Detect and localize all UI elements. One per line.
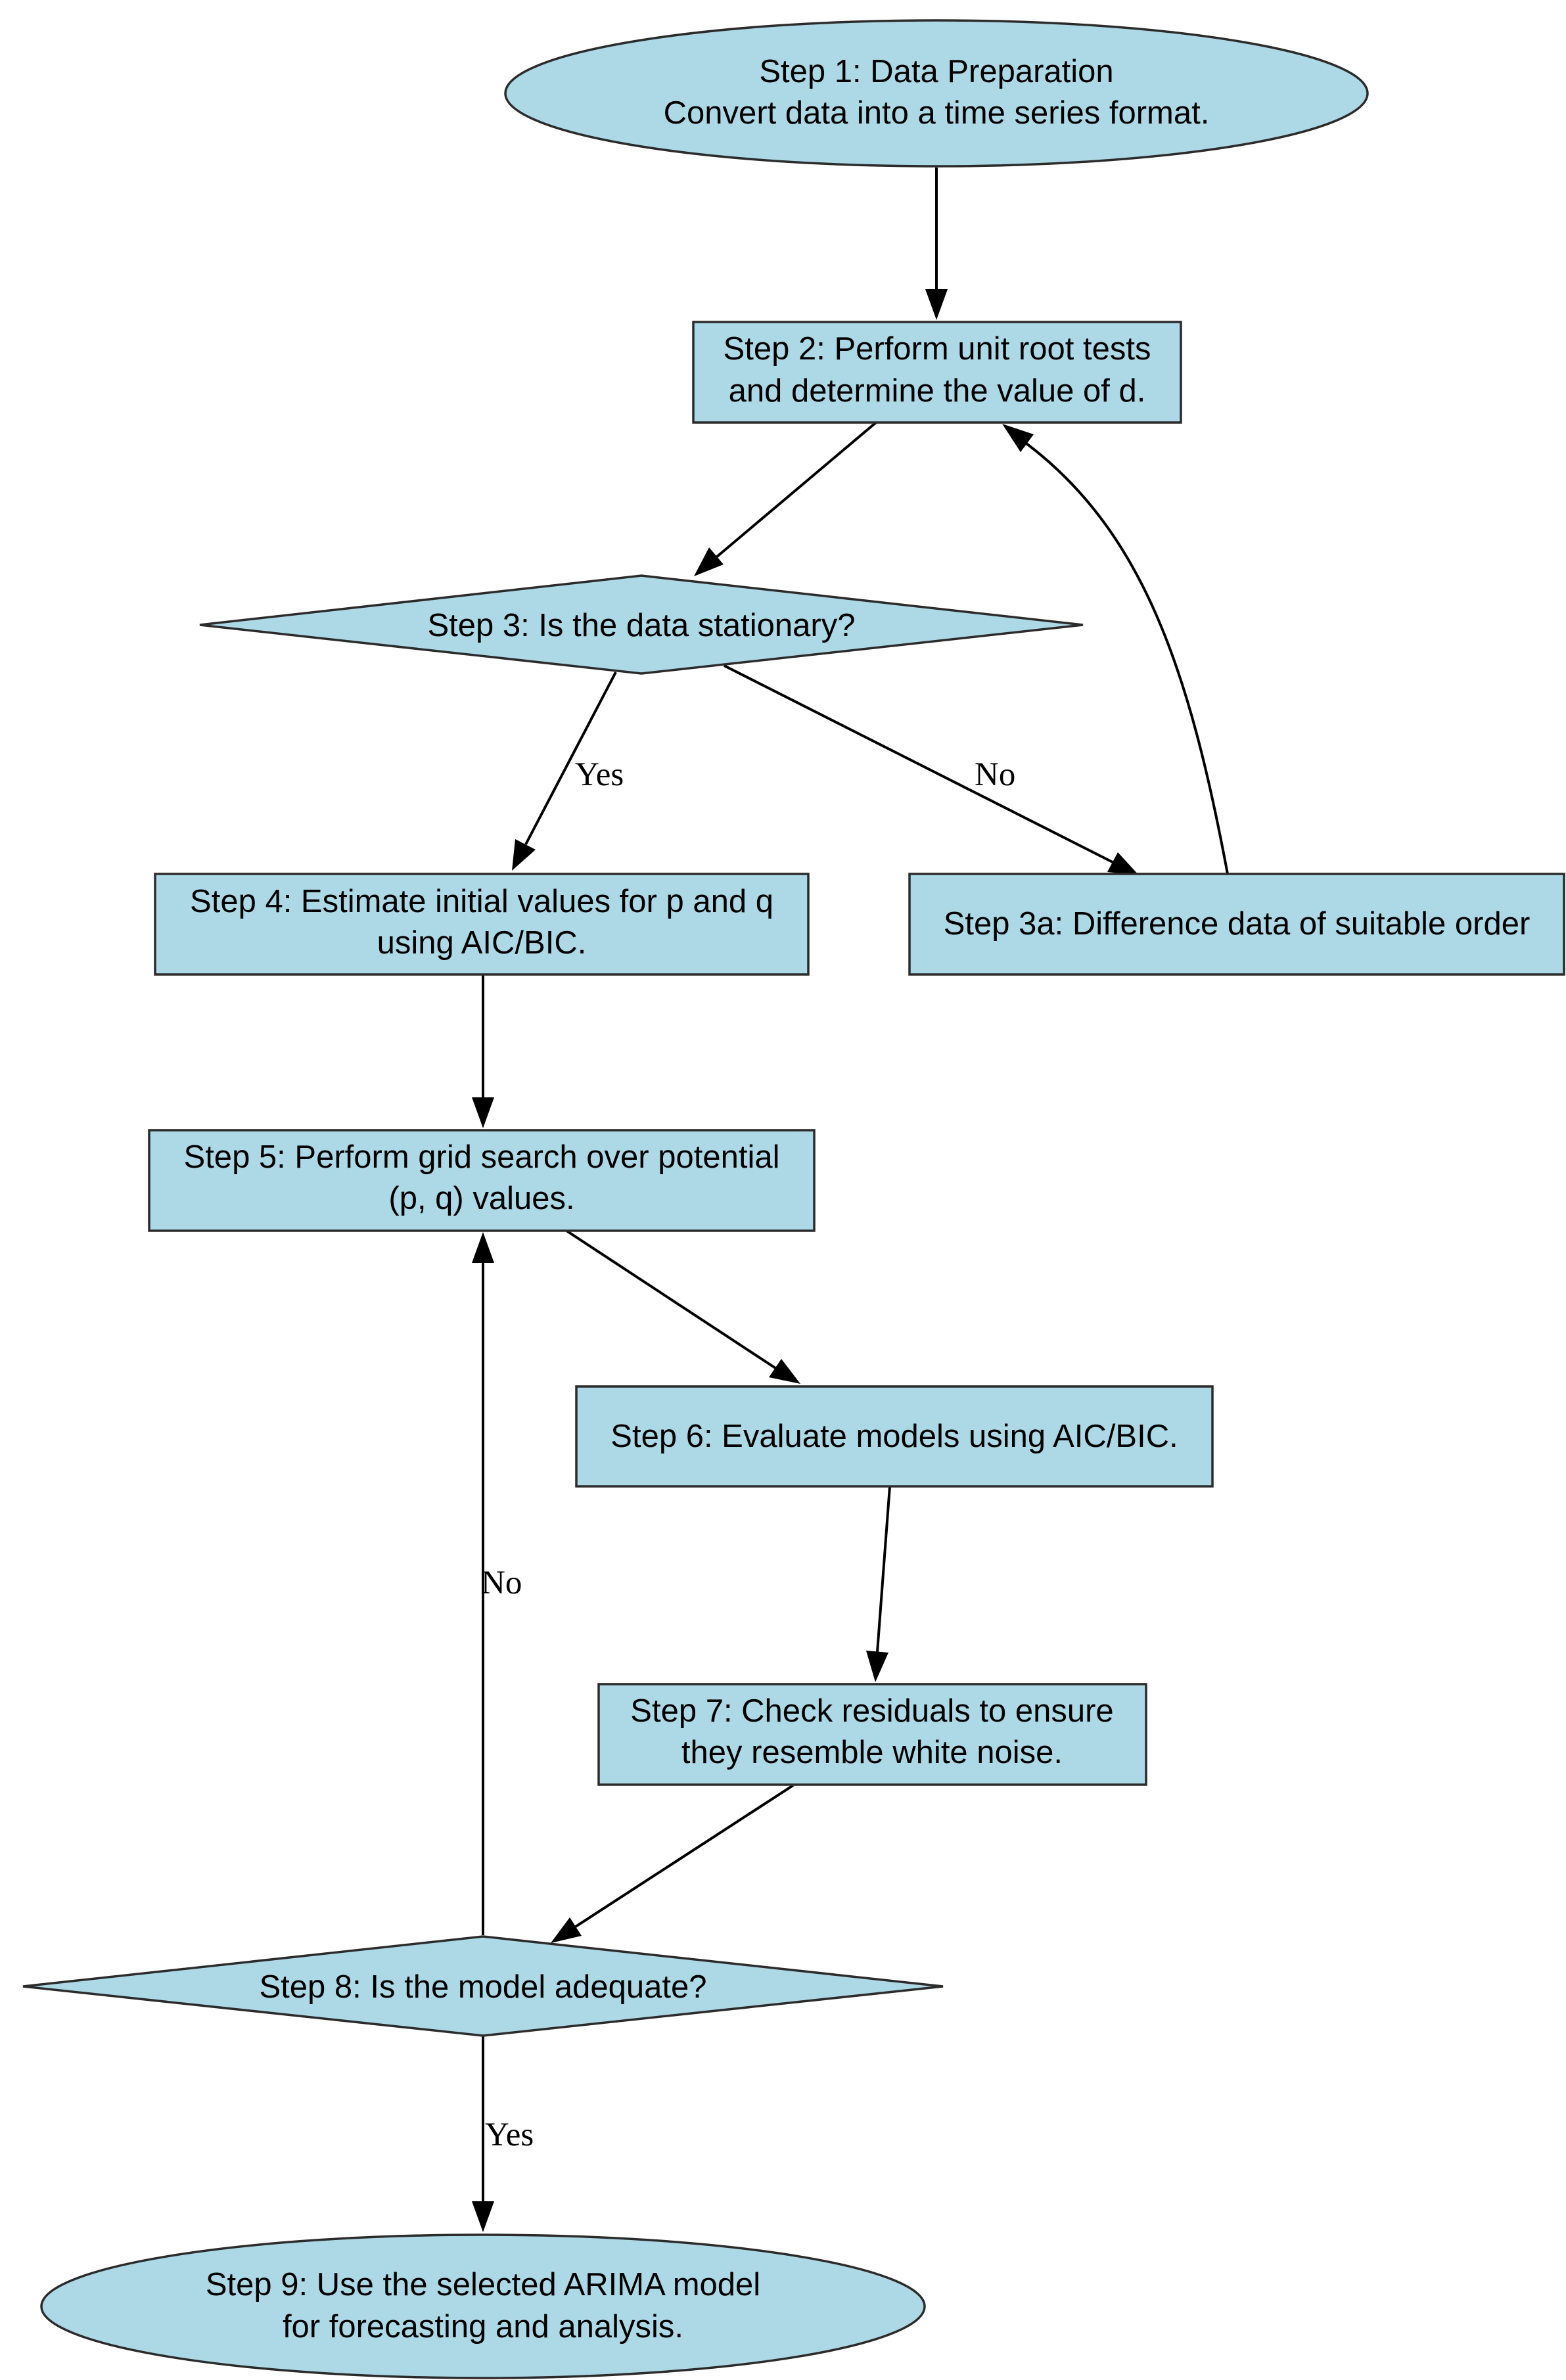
edge-step7-to-step8 [574, 1784, 795, 1928]
step5-description: (p, q) values. [388, 1181, 574, 1216]
step5-shape [148, 1129, 816, 1232]
node-step5: Step 5: Perform grid search over potenti… [148, 1129, 816, 1232]
arrowhead-step7-to-step8 [551, 1917, 582, 1943]
step4-description: using AIC/BIC. [377, 925, 587, 961]
node-step3: Step 3: Is the data stationary? [199, 574, 1084, 675]
node-step4: Step 4: Estimate initial values for p an… [154, 873, 810, 976]
step9-description: for forecasting and analysis. [283, 2309, 683, 2345]
step8-question: Step 8: Is the model adequate? [259, 1969, 706, 2005]
edge-label-step3-no: No [975, 756, 1015, 793]
node-step7: Step 7: Check residuals to ensure they r… [597, 1683, 1147, 1786]
arrowhead-step6-to-step7 [866, 1651, 888, 1682]
step3a-shape [908, 873, 1565, 976]
step7-shape [597, 1683, 1147, 1786]
edge-step3-to-step3a-no [724, 664, 1113, 863]
step3-question: Step 3: Is the data stationary? [427, 608, 855, 643]
step8-shape [22, 1935, 944, 2037]
edge-step2-to-step3 [715, 421, 877, 559]
edges [472, 168, 1229, 2232]
step7-description: they resemble white noise. [681, 1735, 1063, 1770]
arrowhead-step3a-to-step2 [1002, 424, 1034, 452]
arrowhead-step4-to-step5 [472, 1097, 494, 1128]
arrowhead-step1-to-step2 [925, 289, 948, 320]
node-step8: Step 8: Is the model adequate? [22, 1935, 944, 2037]
arrowhead-step3-to-step4 [512, 839, 536, 871]
node-step6: Step 6: Evaluate models using AIC/BIC. [575, 1385, 1214, 1488]
arrowhead-step5-to-step6 [769, 1359, 800, 1384]
node-step1: Step 1: Data Preparation Convert data in… [504, 19, 1369, 168]
step2-shape [692, 321, 1182, 424]
step3a-title: Step 3a: Difference data of suitable ord… [944, 906, 1531, 942]
edge-step3-to-step4-yes [524, 672, 617, 845]
arrowhead-step2-to-step3 [694, 547, 724, 576]
step2-description: and determine the value of d. [729, 373, 1146, 409]
node-step9: Step 9: Use the selected ARIMA model for… [40, 2233, 926, 2379]
step3-shape [199, 574, 1084, 675]
node-step2: Step 2: Perform unit root tests and dete… [692, 321, 1182, 424]
nodes: Step 1: Data Preparation Convert data in… [22, 19, 1565, 2379]
step9-title: Step 9: Use the selected ARIMA model [206, 2267, 760, 2302]
edge-step6-to-step7 [876, 1486, 891, 1653]
step6-title: Step 6: Evaluate models using AIC/BIC. [610, 1419, 1178, 1454]
edge-label-step8-no: No [481, 1565, 522, 1601]
node-step3a: Step 3a: Difference data of suitable ord… [908, 873, 1565, 976]
edge-label-step3-yes: Yes [575, 756, 624, 793]
step1-title: Step 1: Data Preparation [759, 54, 1113, 89]
step4-shape [154, 873, 810, 976]
arrowhead-step3-to-step3a [1107, 852, 1139, 875]
arrowhead-step8-to-step9 [472, 2201, 494, 2232]
step6-shape [575, 1385, 1214, 1488]
edge-label-step8-yes: Yes [485, 2117, 534, 2153]
step2-title: Step 2: Perform unit root tests [724, 331, 1151, 367]
edge-step5-to-step6 [565, 1229, 777, 1369]
edge-labels: Yes No No Yes [481, 756, 1015, 2153]
step5-title: Step 5: Perform grid search over potenti… [184, 1139, 780, 1175]
step4-title: Step 4: Estimate initial values for p an… [190, 884, 773, 919]
step1-description: Convert data into a time series format. [664, 95, 1210, 131]
step1-shape [504, 19, 1369, 168]
step9-shape [40, 2233, 926, 2379]
step7-title: Step 7: Check residuals to ensure [630, 1693, 1113, 1729]
edge-step3a-to-step2 [1025, 442, 1229, 875]
arrowhead-step8-to-step5 [472, 1232, 494, 1263]
